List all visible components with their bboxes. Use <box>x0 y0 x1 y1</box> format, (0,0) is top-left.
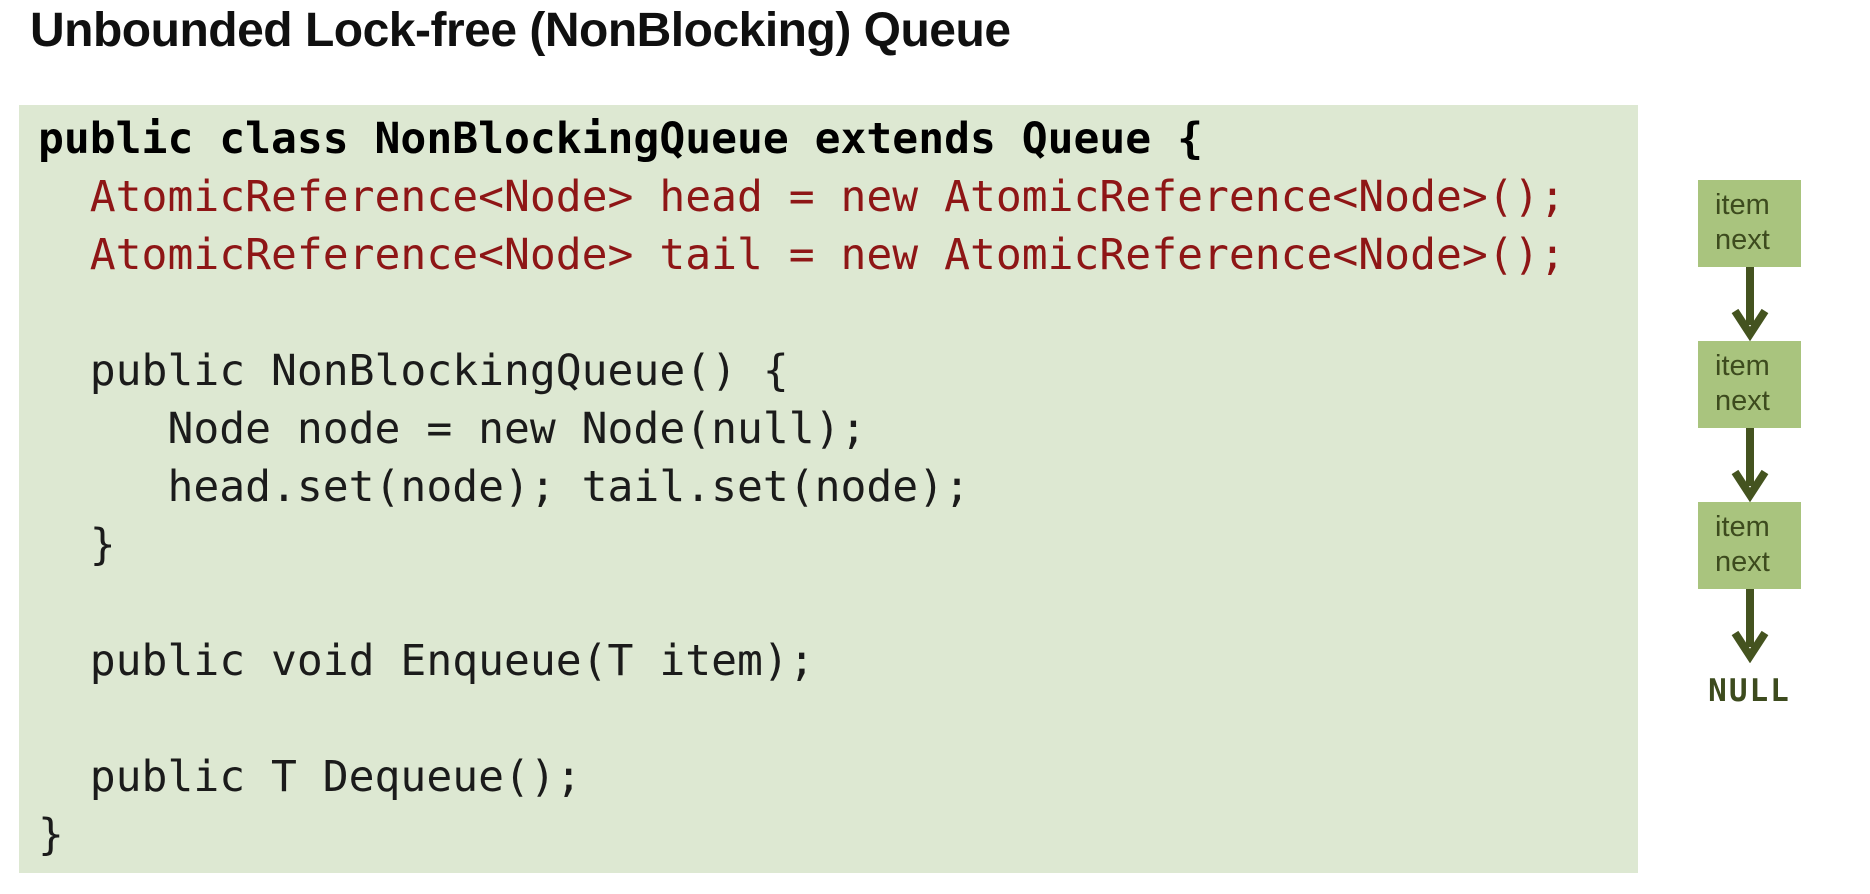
arrow-down-icon <box>1731 428 1768 502</box>
code-line: Node node = new Node(null); <box>38 404 867 454</box>
code-line: AtomicReference<Node> tail = new AtomicR… <box>38 230 1566 280</box>
node-item-label: item <box>1715 511 1770 543</box>
arrow-down-icon <box>1731 267 1768 341</box>
node-item-label: item <box>1715 189 1770 221</box>
node-next-label: next <box>1715 224 1770 256</box>
code-block: public class NonBlockingQueue extends Qu… <box>19 105 1638 873</box>
node-next-label: next <box>1715 546 1770 578</box>
code-line: public void Enqueue(T item); <box>38 636 815 686</box>
code-line <box>38 284 1638 342</box>
code-line: public T Dequeue(); <box>38 752 582 802</box>
code-line: AtomicReference<Node> head = new AtomicR… <box>38 172 1566 222</box>
code-line: } <box>38 520 116 570</box>
null-label: NULL <box>1708 673 1791 709</box>
linked-list-diagram: item next item next item next NULL <box>1698 180 1801 709</box>
arrow-down-icon <box>1731 589 1768 663</box>
page-title: Unbounded Lock-free (NonBlocking) Queue <box>30 4 1011 57</box>
code-line: } <box>38 810 64 860</box>
code-line: public NonBlockingQueue() { <box>38 346 789 396</box>
linked-list-node: item next <box>1698 502 1801 589</box>
code-line: public class NonBlockingQueue extends Qu… <box>38 114 1203 164</box>
code-line: head.set(node); tail.set(node); <box>38 462 970 512</box>
linked-list-node: item next <box>1698 180 1801 267</box>
node-next-label: next <box>1715 385 1770 417</box>
code-line <box>38 574 1638 632</box>
linked-list-node: item next <box>1698 341 1801 428</box>
code-line <box>38 690 1638 748</box>
node-item-label: item <box>1715 350 1770 382</box>
